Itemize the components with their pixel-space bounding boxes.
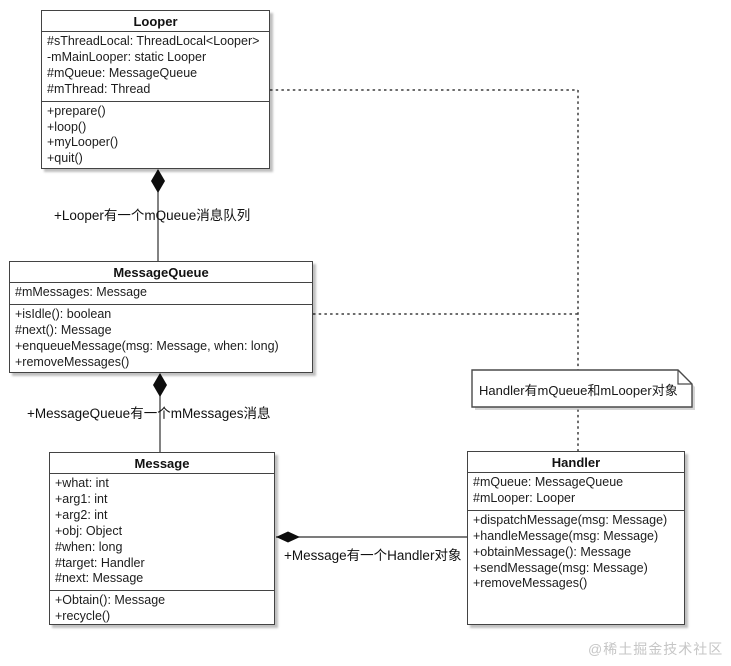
class-messagequeue-attributes: #mMessages: Message: [10, 283, 312, 305]
class-member: +myLooper(): [47, 135, 119, 150]
class-member: #when: long: [55, 539, 123, 554]
class-message-methods: +Obtain(): Message+recycle(): [50, 591, 274, 628]
class-member: #next(): Message: [15, 322, 112, 337]
class-member: -mMainLooper: static Looper: [47, 49, 207, 64]
class-member: +quit(): [47, 151, 83, 166]
composition-diamond-messagequeue: [153, 373, 167, 397]
class-member: +obtainMessage(): Message: [473, 544, 632, 559]
uml-note-text: Handler有mQueue和mLooper对象: [479, 383, 678, 398]
class-member: #mLooper: Looper: [473, 490, 576, 505]
class-member: #mThread: Thread: [47, 81, 151, 96]
watermark-text: @稀土掘金技术社区: [588, 641, 724, 657]
class-looper-title: Looper: [42, 11, 269, 32]
class-handler-methods: +dispatchMessage(msg: Message)+handleMes…: [468, 511, 684, 624]
class-member: +handleMessage(msg: Message): [473, 528, 659, 543]
class-looper-attributes: #sThreadLocal: ThreadLocal<Looper>-mMain…: [42, 32, 269, 102]
class-member: +what: int: [55, 476, 109, 490]
note-shape: [471, 369, 693, 408]
composition-diamond-message: [276, 531, 300, 543]
class-member: #mQueue: MessageQueue: [473, 475, 624, 489]
class-member: #next: Message: [55, 571, 144, 586]
class-member: +dispatchMessage(msg: Message): [473, 512, 668, 527]
class-member: +loop(): [47, 119, 87, 134]
note-fold-icon: [677, 370, 692, 385]
class-member: +arg2: int: [55, 507, 108, 522]
class-member: +removeMessages(): [473, 576, 588, 591]
class-member: +Obtain(): Message: [55, 593, 166, 608]
class-member: #mQueue: MessageQueue: [47, 65, 198, 80]
class-member: +recycle(): [55, 609, 111, 624]
class-messagequeue-methods: +isIdle(): boolean#next(): Message+enque…: [10, 305, 312, 374]
class-member: #sThreadLocal: ThreadLocal<Looper>: [47, 34, 260, 48]
class-message: Message +what: int+arg1: int+arg2: int+o…: [49, 452, 275, 625]
class-message-attributes: +what: int+arg1: int+arg2: int+obj: Obje…: [50, 474, 274, 592]
class-member: +prepare(): [47, 103, 106, 118]
class-member: +sendMessage(msg: Message): [473, 560, 648, 575]
class-member: +removeMessages(): [15, 354, 130, 369]
class-handler-title: Handler: [468, 452, 684, 473]
class-member: #mMessages: Message: [15, 285, 148, 299]
composition-diamond-looper: [151, 169, 165, 193]
class-handler: Handler #mQueue: MessageQueue#mLooper: L…: [467, 451, 685, 625]
class-member: #target: Handler: [55, 555, 145, 570]
class-looper-methods: +prepare()+loop()+myLooper()+quit(): [42, 102, 269, 171]
relation-label-messagequeue-mmessages: +MessageQueue有一个mMessages消息: [27, 406, 271, 421]
class-member: +enqueueMessage(msg: Message, when: long…: [15, 338, 279, 353]
class-messagequeue-title: MessageQueue: [10, 262, 312, 283]
class-member: +arg1: int: [55, 491, 108, 506]
class-handler-attributes: #mQueue: MessageQueue#mLooper: Looper: [468, 473, 684, 511]
class-looper: Looper #sThreadLocal: ThreadLocal<Looper…: [41, 10, 270, 169]
class-member: +obj: Object: [55, 523, 123, 538]
class-messagequeue: MessageQueue #mMessages: Message +isIdle…: [9, 261, 313, 373]
class-message-title: Message: [50, 453, 274, 474]
relation-label-looper-mqueue: +Looper有一个mQueue消息队列: [54, 208, 251, 223]
class-member: +isIdle(): boolean: [15, 306, 112, 321]
relation-label-message-handler: +Message有一个Handler对象: [284, 548, 462, 563]
